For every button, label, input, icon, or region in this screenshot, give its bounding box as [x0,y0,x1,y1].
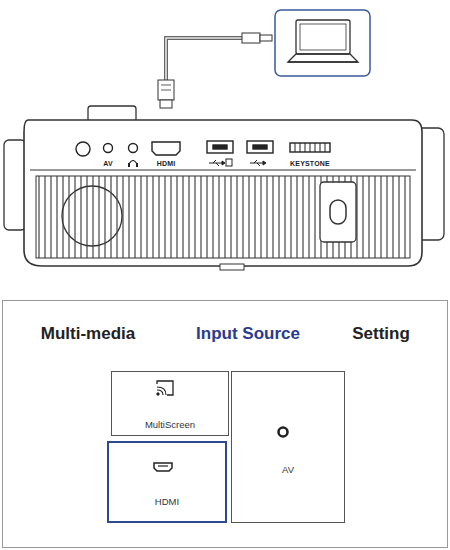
laptop-frame [275,10,370,76]
tile-label: HDMI [109,496,225,507]
laptop-icon [288,20,358,62]
port-label: KEYSTONE [290,160,330,167]
tile-label: AV [232,464,344,475]
port-label: HDMI [157,160,176,167]
projector-body [4,106,444,270]
hdmi-cable [158,33,272,108]
menu-tab: Multi-media [41,324,135,344]
tile-label: MultiScreen [112,419,228,430]
menu-panel: Multi-media Input Source SettingMultiScree… [2,300,448,548]
port-label: AV [103,160,113,167]
keystone-wheel-ribs [295,143,325,152]
source-tile: HDMI [107,441,227,523]
source-tile: AV [231,371,345,523]
dot-icon [232,372,346,524]
menu-tab: Setting [352,324,410,344]
usb-symbol [209,159,266,166]
hdmi-icon [109,443,229,525]
menu-tab: Input Source [196,324,300,344]
headphone-symbol [129,161,137,165]
source-tile: MultiScreen [111,371,229,436]
port-row [76,141,330,156]
